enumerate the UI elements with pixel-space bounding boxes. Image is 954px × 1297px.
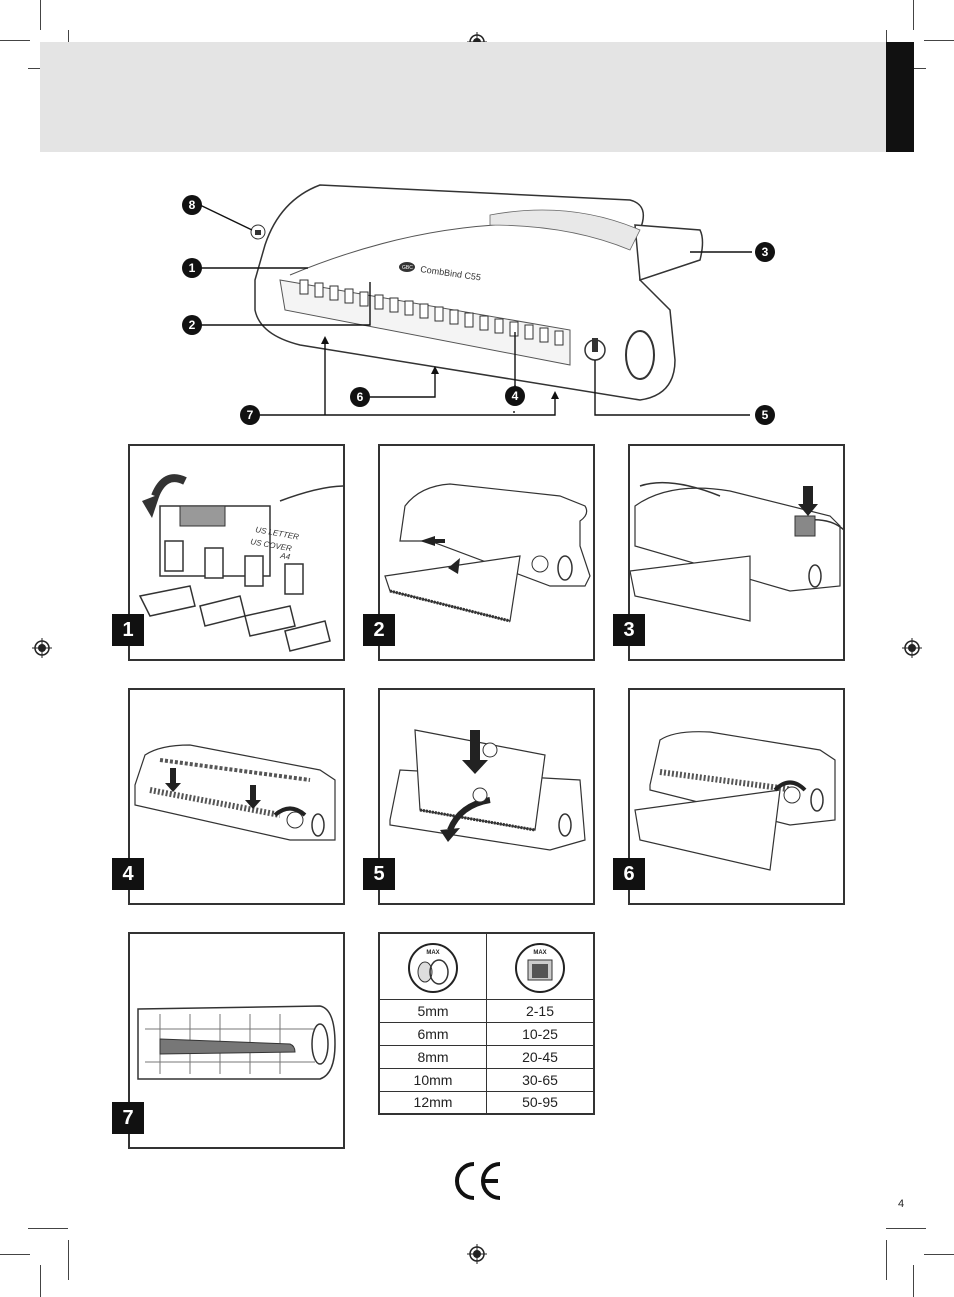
table-header-row: MAX MAX [378, 932, 595, 1000]
page-number: 4 [898, 1198, 905, 1210]
crop-mark [913, 0, 914, 30]
step-3-number: 3 [613, 614, 645, 646]
callout-5: 5 [762, 408, 769, 422]
sheet-count-cell: 20-45 [486, 1044, 595, 1069]
registration-mark-icon [32, 638, 52, 658]
table-header-cell: MAX [378, 932, 487, 1000]
step-3-panel [628, 444, 845, 661]
step-4-number: 4 [112, 858, 144, 890]
step-7-number: 7 [112, 1102, 144, 1134]
step-4-panel [128, 688, 345, 905]
step-7-panel [128, 932, 345, 1149]
callout-1: 1 [189, 261, 196, 275]
brand-logo: GBC [402, 265, 413, 271]
registration-mark-icon [902, 638, 922, 658]
comb-diameter-max-icon: MAX [408, 942, 458, 993]
sheet-count-cell: 10-25 [486, 1021, 595, 1046]
step-6-number: 6 [613, 858, 645, 890]
sheet-count-cell: 30-65 [486, 1067, 595, 1092]
max-label: MAX [426, 950, 439, 956]
a4-label: A4 [279, 551, 292, 562]
step-6-panel [628, 688, 845, 905]
callout-7: 7 [247, 408, 254, 422]
comb-size-cell: 12mm [378, 1090, 487, 1115]
callout-8: 8 [189, 198, 196, 212]
comb-size-cell: 6mm [378, 1021, 487, 1046]
step-5-panel [378, 688, 595, 905]
crop-mark [40, 0, 41, 30]
callout-3: 3 [762, 245, 769, 259]
registration-mark-icon [467, 1244, 487, 1264]
sheet-capacity-max-icon: MAX [515, 942, 565, 993]
crop-mark [924, 1254, 954, 1255]
binding-machine-diagram: GBC CombBind C55 8 1 2 3 4 5 6 7 [182, 184, 775, 425]
ce-mark-icon [455, 1162, 501, 1200]
callout-2: 2 [189, 318, 196, 332]
comb-size-cell: 8mm [378, 1044, 487, 1069]
sheet-count-cell: 2-15 [486, 998, 595, 1023]
step-5-number: 5 [363, 858, 395, 890]
crop-mark [924, 40, 954, 41]
max-label: MAX [533, 950, 546, 956]
step-1-number: 1 [112, 614, 144, 646]
crop-mark [0, 40, 30, 41]
crop-mark [40, 1265, 41, 1297]
callout-6: 6 [357, 390, 364, 404]
step-2-panel [378, 444, 595, 661]
crop-mark [0, 1254, 30, 1255]
crop-mark [913, 1265, 914, 1297]
callout-4: 4 [512, 389, 519, 403]
crop-mark [886, 1240, 887, 1280]
comb-teeth [299, 279, 564, 346]
header-band [40, 42, 886, 152]
step-2-number: 2 [363, 614, 395, 646]
step-1-panel: US LETTER US COVER A4 [128, 444, 345, 661]
language-tab [886, 42, 914, 152]
crop-mark [68, 1240, 69, 1280]
crop-mark [28, 1228, 68, 1229]
comb-size-cell: 5mm [378, 998, 487, 1023]
sheet-count-cell: 50-95 [486, 1090, 595, 1115]
crop-mark [886, 1228, 926, 1229]
comb-size-cell: 10mm [378, 1067, 487, 1092]
table-header-cell: MAX [486, 932, 595, 1000]
